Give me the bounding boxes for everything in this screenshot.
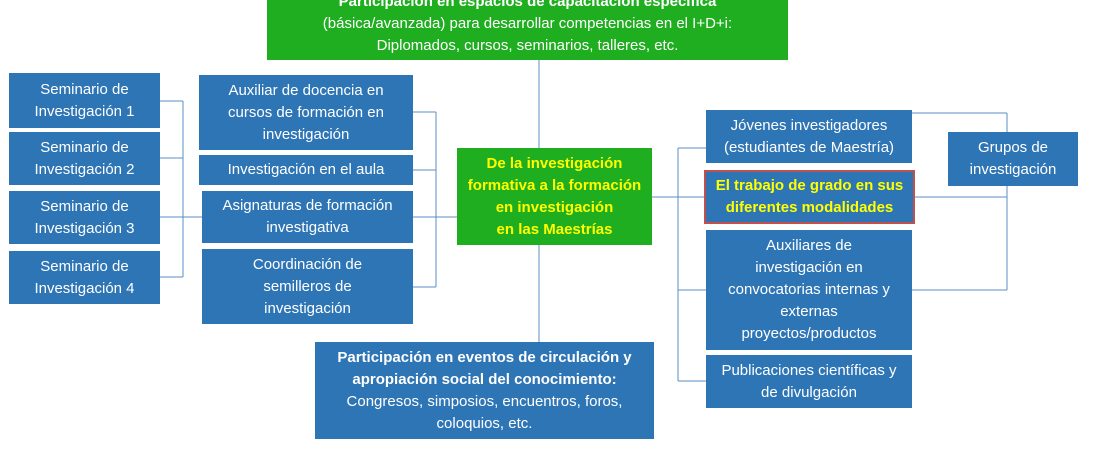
activity-label: investigación bbox=[262, 125, 350, 143]
seminario-label: Investigación 1 bbox=[34, 102, 135, 120]
activity-label: Asignaturas de formación bbox=[222, 197, 393, 214]
capacitacion-box: Participación en espacios de capacitació… bbox=[267, 0, 788, 60]
capacitacion-line: Diplomados, cursos, seminarios, talleres… bbox=[376, 37, 679, 54]
seminario-label: Seminario de bbox=[40, 197, 129, 215]
semilleros-box: Coordinación de semilleros de investigac… bbox=[202, 249, 413, 324]
right-label: El trabajo de grado en sus bbox=[715, 177, 904, 194]
right-label: diferentes modalidades bbox=[725, 199, 894, 216]
activity-label: semilleros de bbox=[263, 277, 352, 295]
center-label: en las Maestrías bbox=[496, 220, 613, 238]
seminario-box-3: Seminario de Investigación 3 bbox=[9, 191, 160, 244]
capacitacion-line: (básica/avanzada) para desarrollar compe… bbox=[322, 15, 733, 32]
eventos-box: Participación en eventos de circulación … bbox=[315, 342, 654, 439]
seminario-label: Seminario de bbox=[40, 257, 129, 275]
seminario-label: Investigación 3 bbox=[34, 219, 135, 237]
trabajo-grado-box: El trabajo de grado en sus diferentes mo… bbox=[704, 170, 915, 224]
activity-label: investigativa bbox=[266, 219, 349, 236]
activity-label: investigación bbox=[264, 299, 351, 317]
auxiliares-investigacion-box: Auxiliares de investigación en convocato… bbox=[706, 230, 912, 350]
grupos-box: Grupos de investigación bbox=[948, 132, 1078, 186]
eventos-title: apropiación social del conocimiento: bbox=[352, 370, 617, 388]
center-label: De la investigación bbox=[486, 154, 623, 172]
right-label: (estudiantes de Maestría) bbox=[723, 138, 895, 156]
grupos-label: Grupos de bbox=[977, 139, 1049, 156]
activity-label: cursos de formación en bbox=[228, 103, 384, 121]
capacitacion-title: Participación en espacios de capacitació… bbox=[338, 0, 717, 10]
seminario-box-4: Seminario de Investigación 4 bbox=[9, 251, 160, 304]
seminario-label: Seminario de bbox=[40, 80, 129, 98]
publicaciones-box: Publicaciones científicas y de divulgaci… bbox=[706, 355, 912, 408]
right-label: Auxiliares de bbox=[766, 237, 852, 254]
eventos-line: coloquios, etc. bbox=[436, 414, 533, 432]
activity-label: Auxiliar de docencia en bbox=[228, 81, 384, 99]
right-label: Publicaciones científicas y bbox=[721, 361, 897, 379]
right-label: de divulgación bbox=[761, 383, 857, 401]
right-label: investigación en bbox=[755, 259, 863, 276]
center-label: en investigación bbox=[495, 198, 614, 216]
asignaturas-box: Asignaturas de formación investigativa bbox=[202, 191, 413, 243]
grupos-label: investigación bbox=[969, 161, 1057, 178]
seminario-label: Seminario de bbox=[40, 138, 129, 156]
seminario-box-1: Seminario de Investigación 1 bbox=[9, 73, 160, 128]
right-label: proyectos/productos bbox=[741, 325, 877, 342]
right-label: Jóvenes investigadores bbox=[730, 116, 888, 134]
seminario-box-2: Seminario de Investigación 2 bbox=[9, 132, 160, 185]
seminario-label: Investigación 4 bbox=[34, 279, 135, 297]
auxiliar-docencia-box: Auxiliar de docencia en cursos de formac… bbox=[199, 75, 413, 150]
right-label: externas bbox=[780, 303, 838, 320]
eventos-line: Congresos, simposios, encuentros, foros, bbox=[346, 392, 623, 410]
seminario-label: Investigación 2 bbox=[34, 160, 135, 178]
activity-label: Investigación en el aula bbox=[227, 161, 385, 178]
investigacion-aula-box: Investigación en el aula bbox=[199, 155, 413, 185]
right-label: convocatorias internas y bbox=[728, 281, 890, 298]
jovenes-box: Jóvenes investigadores (estudiantes de M… bbox=[706, 110, 912, 163]
activity-label: Coordinación de bbox=[252, 255, 363, 273]
center-label: formativa a la formación bbox=[467, 176, 642, 194]
eventos-title: Participación en eventos de circulación … bbox=[337, 348, 632, 366]
center-box: De la investigación formativa a la forma… bbox=[457, 148, 652, 245]
